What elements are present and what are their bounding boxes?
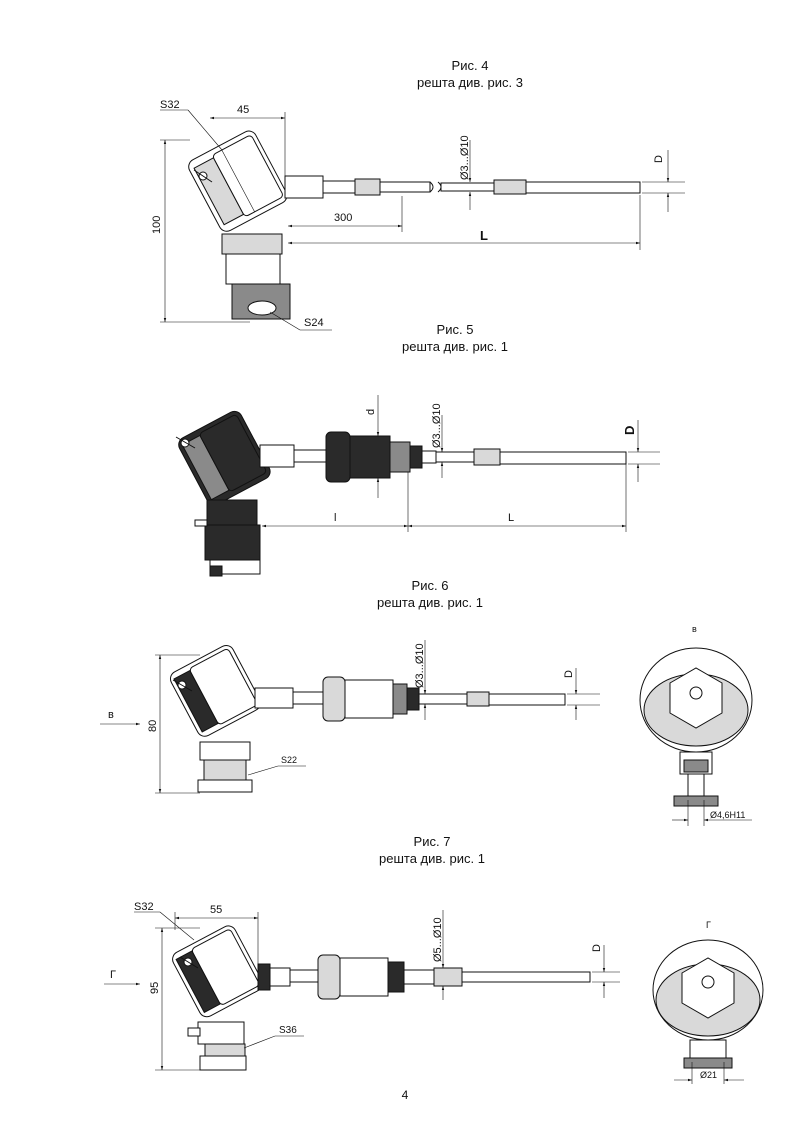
fig6-view-letter: в	[692, 624, 697, 634]
fitting-body	[349, 435, 391, 479]
connection-head-icon	[172, 925, 264, 1018]
hex-nut-upper	[221, 233, 283, 255]
fig4-300-label: 300	[334, 212, 352, 224]
hex-nut	[317, 954, 341, 1000]
fig7-hole-label: Ø21	[700, 1070, 717, 1080]
fig5-diameter-label: Ø3...Ø10	[431, 403, 443, 448]
fig5-L-label: L	[508, 512, 514, 524]
fig7-view-letter: Г	[706, 920, 711, 930]
fig6-diameter-label: Ø3...Ø10	[414, 643, 426, 688]
fig4-height-label: 100	[151, 216, 163, 234]
figure-7-subtitle: решта див. рис. 1	[379, 851, 485, 866]
fig7-height-label: 95	[149, 982, 161, 994]
fig7-width-label: 55	[210, 904, 222, 916]
fig6-D-label: D	[563, 670, 575, 678]
figure-7-title: Рис. 7	[413, 834, 451, 849]
figure-5-subtitle: решта див. рис. 1	[402, 339, 508, 354]
figure-5-drawing: d Ø3...Ø10 D l L	[175, 395, 660, 577]
fig4-D-label: D	[653, 155, 665, 163]
fig6-view-arrow-label: в	[108, 709, 114, 721]
fig4-diameter-label: Ø3...Ø10	[459, 135, 471, 180]
fig4-s32-label: S32	[160, 99, 180, 111]
fig7-view-g: Г Ø21	[652, 920, 764, 1084]
fig7-view-arrow-label: Г	[110, 969, 116, 981]
figure-6-drawing: 80 в Ø3...Ø10 D S22 в Ø4,6H11	[100, 624, 753, 826]
connection-head-icon	[169, 644, 261, 737]
fig6-view-b: в Ø4,6H11	[639, 624, 753, 826]
fig6-height-label: 80	[147, 720, 159, 732]
probe-sheath	[525, 181, 641, 194]
fig5-d-label: d	[365, 409, 377, 415]
connection-head-icon	[178, 410, 271, 506]
fig5-l-label: l	[334, 512, 336, 524]
probe-sheath	[461, 971, 591, 983]
probe-sheath	[488, 693, 566, 706]
probe-sheath	[499, 451, 627, 465]
figure-5-title: Рис. 5	[436, 322, 474, 337]
fig7-diameter-label: Ø5...Ø10	[432, 917, 444, 962]
fig7-s36-label: S36	[279, 1025, 297, 1036]
figure-6-title: Рис. 6	[411, 578, 449, 593]
page-number: 4	[401, 1088, 409, 1102]
connection-head-icon	[188, 130, 288, 232]
fig5-D-label: D	[622, 426, 637, 435]
hex-nut	[325, 431, 351, 483]
fig7-D-label: D	[591, 944, 603, 952]
fig4-s24-label: S24	[304, 317, 324, 329]
figure-4-drawing: 100 45 S32 300 L Ø3...Ø10 D S24	[151, 99, 685, 331]
figure-4-title: Рис. 4	[451, 58, 489, 73]
fig4-L-label: L	[480, 228, 488, 243]
figure-7-drawing: 95 55 S32 Г Ø5...Ø10 D S36 Г	[104, 901, 764, 1084]
figure-6-subtitle: решта див. рис. 1	[377, 595, 483, 610]
figure-4-subtitle: решта див. рис. 3	[417, 75, 523, 90]
fig4-width-label: 45	[237, 104, 249, 116]
fig6-s22-label: S22	[281, 755, 297, 765]
hex-nut	[322, 676, 346, 722]
fig6-hole-label: Ø4,6H11	[710, 810, 745, 820]
fig7-s32-label: S32	[134, 901, 154, 913]
